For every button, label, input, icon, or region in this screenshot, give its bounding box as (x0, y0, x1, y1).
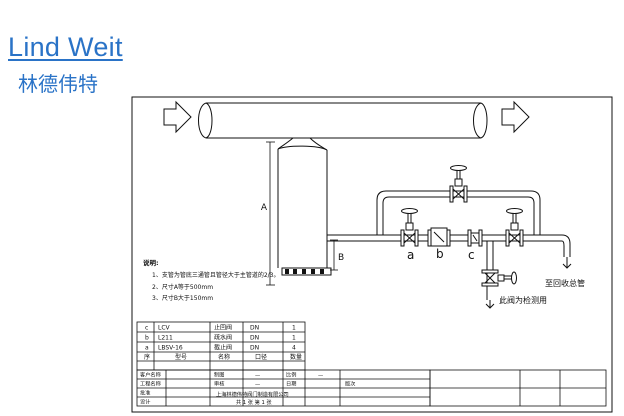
dimension-b (330, 239, 338, 271)
note-item-2: 2、尺寸A等于500mm (152, 283, 213, 291)
to-main-label: 至回收总管 (545, 278, 585, 288)
note-item-3: 3、尺寸B大于150mm (152, 294, 213, 302)
bypass-pipe (376, 190, 541, 235)
parts-row-b-code: b (145, 335, 149, 342)
parts-row-a-size: DN (250, 345, 259, 352)
title-design-label: 设计 (140, 398, 150, 406)
title-drawn-value: — (255, 373, 260, 379)
return-pipe (561, 234, 571, 257)
drain-note-label: 此阀为检测用 (499, 295, 547, 305)
valve-c-label: c (468, 248, 475, 262)
parts-row-a-model: LBSV-16 (158, 345, 183, 352)
parts-row-c-qty: 1 (292, 325, 296, 332)
brand-title: Lind Weit (8, 32, 123, 62)
test-valve-icon (481, 269, 517, 287)
parts-row-a-name: 截止阀 (214, 344, 232, 352)
title-version-label: 版次 (345, 380, 355, 388)
parts-table-rows: c LCV 止回阀 DN 1 b L211 疏水阀 DN 1 a LBSV-16… (144, 324, 302, 362)
drip-leg (277, 137, 332, 276)
title-date-label: 日期 (286, 381, 296, 388)
parts-row-b-qty: 1 (292, 335, 296, 342)
dimension-b-label: B (338, 253, 344, 263)
valve-c-icon (467, 229, 483, 247)
title-check-label: 审核 (214, 380, 224, 388)
note-item-1: 1、支管为管底三通管且管径大于主管道的2/3。 (152, 271, 279, 279)
parts-row-c-model: LCV (158, 325, 171, 332)
main-pipe (198, 102, 488, 139)
parts-header-qty: 数量 (290, 353, 302, 361)
parts-row-c-code: c (145, 325, 148, 332)
parts-row-b-size: DN (250, 335, 259, 342)
title-check-value: — (255, 382, 260, 388)
test-drain-arrow-icon (485, 300, 495, 309)
inlet-flow-arrow-icon (163, 100, 192, 134)
parts-row-a-qty: 4 (292, 345, 296, 352)
notes-heading: 说明: (143, 258, 159, 267)
title-approve-label: 批准 (140, 389, 150, 397)
title-drawn-label: 制图 (214, 371, 224, 379)
title-block (136, 369, 607, 407)
title-scale-value: — (318, 373, 323, 379)
parts-row-b-model: L211 (158, 335, 173, 342)
title-company: 上海林德伟特阀门制造有限公司 (216, 390, 289, 398)
parts-header-model: 型号 (175, 353, 187, 361)
drip-leg-bolts (285, 269, 324, 274)
outlet-flow-arrow-icon (501, 100, 530, 134)
title-project-label: 工程名称 (140, 380, 161, 388)
title-block-text: 客户名称 工程名称 制图 — 审核 — 比例 — 日期 批准 设计 上海林德伟特… (140, 371, 355, 407)
valve-b-icon (427, 227, 451, 247)
parts-row-c-name: 止回阀 (214, 324, 232, 332)
title-sheet: 共 1 张 第 1 张 (236, 398, 272, 406)
dimension-a (266, 141, 275, 286)
title-scale-label: 比例 (286, 371, 296, 379)
valve-a-label: a (407, 248, 414, 262)
valve-a-icon (400, 208, 419, 247)
parts-header-name: 名称 (218, 353, 230, 361)
dimension-a-label: A (261, 203, 268, 213)
parts-header-code: 序 (144, 353, 150, 361)
valve-b-label: b (436, 247, 444, 261)
brand-subtitle: 林德伟特 (18, 72, 98, 96)
return-arrow-icon (562, 257, 572, 269)
parts-header-size: 口径 (255, 353, 267, 361)
parts-row-b-name: 疏水阀 (214, 334, 232, 342)
title-customer-label: 客户名称 (140, 371, 161, 379)
drawing-frame (131, 96, 613, 413)
parts-row-c-size: DN (250, 325, 259, 332)
valve-downstream-icon (505, 208, 524, 247)
parts-row-a-code: a (145, 345, 149, 352)
bypass-valve-icon (449, 165, 468, 203)
